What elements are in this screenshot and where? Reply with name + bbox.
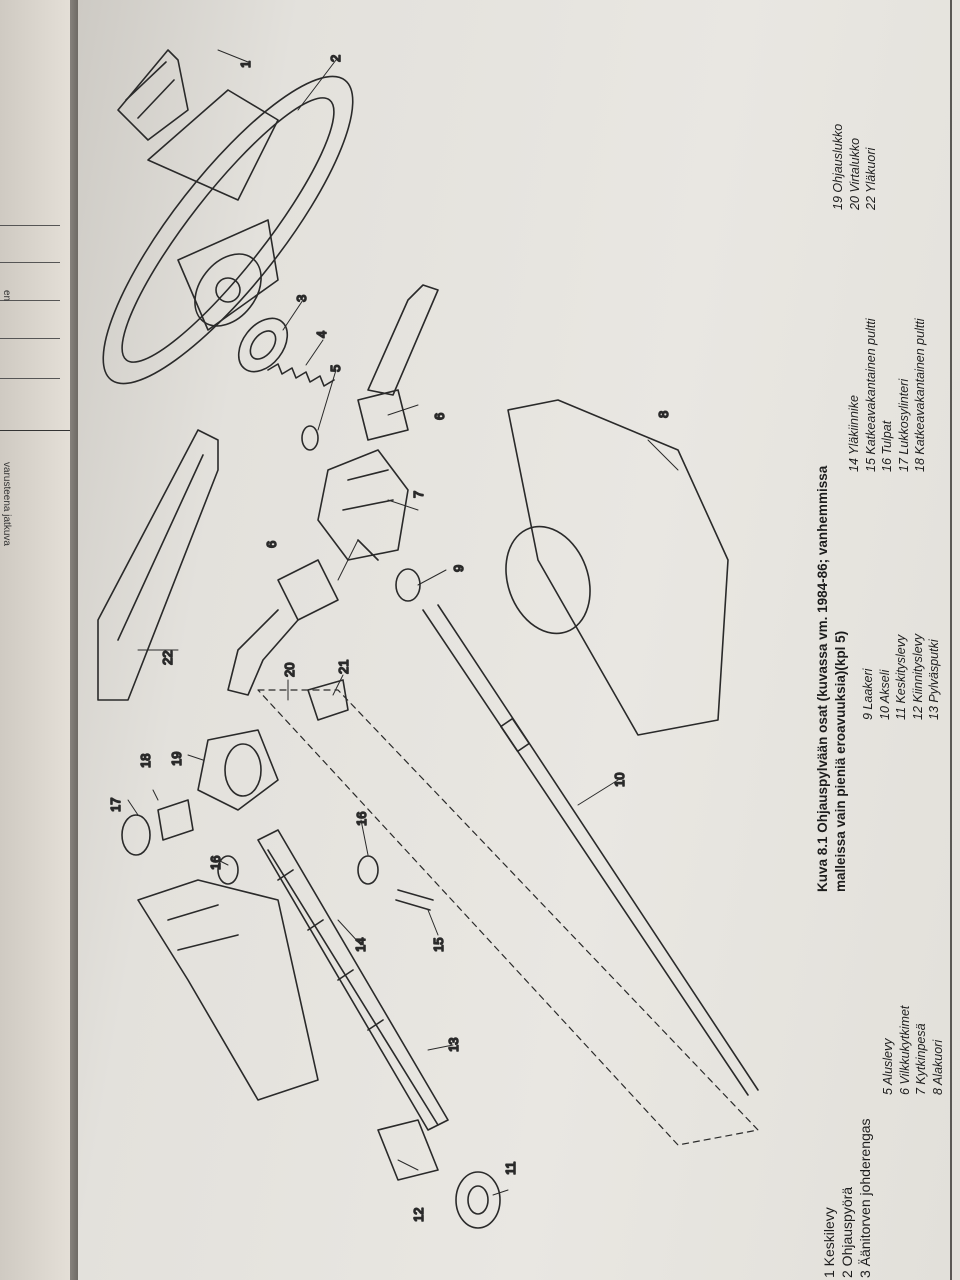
legend-item: 8 Alakuori — [930, 1039, 945, 1095]
horn-ring-drawing — [237, 317, 289, 373]
figure-caption-line: Kuva 8.1 Ohjauspylvään osat (kuvassa vm.… — [815, 465, 830, 892]
legend-item: 19 Ohjauslukko — [831, 123, 845, 210]
callout-19: 19 — [169, 752, 184, 766]
previous-page-rule — [0, 338, 60, 339]
ignition-switch-drawing — [307, 679, 349, 721]
callout-15: 15 — [431, 938, 446, 952]
center-plate-drawing — [117, 49, 189, 141]
callout-17: 17 — [108, 798, 123, 812]
manual-page: 1 2 3 4 5 6 6 7 8 9 10 11 12 13 14 15 16… — [78, 0, 960, 1280]
assembly-frame — [257, 689, 759, 1146]
legend-item: 2 Ohjauspyörä — [839, 1186, 855, 1278]
legend-column: 9 Laakeri 10 Akseli 11 Keskityslevy 12 K… — [860, 634, 943, 720]
lower-cover-drawing — [507, 399, 729, 736]
callout-20: 20 — [282, 663, 297, 677]
legend-item: 14 Yläkiinnike — [847, 395, 861, 472]
previous-page-text: en — [1, 290, 12, 302]
previous-page-text: varusteena jatkuva — [1, 462, 12, 546]
callout-7: 7 — [411, 491, 426, 498]
previous-page-rule — [0, 300, 60, 301]
legend-item: 17 Lukkosylinteri — [896, 378, 911, 472]
switch-housing-drawing — [317, 449, 409, 561]
legend-item: 7 Kytkinpesä — [914, 1023, 928, 1095]
column-tube-drawing — [257, 829, 449, 1131]
legend-item: 6 Vilkkukytkimet — [897, 1005, 912, 1095]
legend-column: 14 Yläkiinnike 15 Katkeavakantainen pult… — [846, 318, 929, 472]
figure-caption-line: malleissa vain pieniä eroavuuksia)(kpl 5… — [833, 630, 848, 892]
legend-column: 19 Ohjauslukko 20 Virtalukko 22 Yläkuori — [830, 124, 880, 210]
legend-item: 16 Tulpat — [880, 420, 894, 472]
callout-22: 22 — [160, 651, 175, 665]
callout-1: 1 — [238, 61, 253, 68]
previous-page-rule — [0, 378, 60, 379]
callout-16: 16 — [208, 856, 223, 870]
callout-5: 5 — [328, 365, 343, 372]
lock-cylinder-drawing — [121, 814, 151, 856]
leader-lines — [127, 49, 679, 1196]
callout-4: 4 — [314, 331, 329, 338]
page-edge — [950, 0, 952, 1280]
callout-11: 11 — [503, 1162, 518, 1176]
bolt-drawing — [395, 889, 434, 911]
indicator-switch-drawing — [367, 284, 439, 396]
callout-9: 9 — [451, 565, 466, 572]
legend-item: 11 Keskityslevy — [894, 634, 908, 720]
legend-item: 5 Aluslevy — [881, 1038, 895, 1095]
indicator-switch-drawing — [277, 559, 339, 621]
callout-2: 2 — [328, 55, 343, 62]
legend-item: 20 Virtalukko — [847, 137, 862, 210]
callout-12: 12 — [411, 1208, 426, 1222]
callout-8: 8 — [656, 411, 671, 418]
callout-6: 6 — [264, 541, 279, 548]
plug-drawing — [217, 855, 239, 885]
callout-3: 3 — [294, 295, 309, 302]
steering-lock-drawing — [197, 729, 279, 811]
callout-18: 18 — [138, 754, 153, 768]
washer-drawing — [301, 425, 319, 451]
mounting-plate-drawing — [377, 1119, 439, 1181]
callout-13: 13 — [446, 1038, 461, 1052]
callout-10: 10 — [612, 773, 627, 787]
plug-drawing — [357, 855, 379, 885]
bracket-drawing — [137, 879, 319, 1101]
legend-item: 12 Kiinnityslevy — [910, 633, 925, 720]
steering-wheel-drawing — [102, 75, 354, 385]
legend-item: 22 Yläkuori — [864, 147, 878, 210]
callout-14: 14 — [353, 938, 368, 952]
exploded-diagram: 1 2 3 4 5 6 6 7 8 9 10 11 12 13 14 15 16… — [97, 49, 759, 1229]
callout-21: 21 — [336, 660, 351, 674]
previous-page-rule — [0, 430, 70, 431]
figure-caption: Kuva 8.1 Ohjauspylvään osat (kuvassa vm.… — [814, 466, 850, 892]
legend-item: 13 Pylväsputki — [927, 639, 941, 720]
shaft-drawing — [422, 604, 759, 1096]
upper-cover-drawing — [97, 429, 219, 701]
previous-page-rule — [0, 262, 60, 263]
legend-item: 15 Katkeavakantainen pultti — [863, 318, 878, 472]
callout-6: 6 — [432, 413, 447, 420]
legend-item: 9 Laakeri — [861, 668, 875, 720]
legend-item: 18 Katkeavakantainen pultti — [913, 318, 927, 472]
previous-page-rule — [0, 225, 60, 226]
callout-16: 16 — [354, 812, 369, 826]
legend-item: 10 Akseli — [877, 669, 892, 720]
legend-item: 1 Keskilevy — [821, 1207, 837, 1278]
centering-plate-drawing — [455, 1171, 501, 1229]
bearing-drawing — [395, 568, 421, 602]
legend-column: 5 Aluslevy 6 Vilkkukytkimet 7 Kytkinpesä… — [880, 1006, 946, 1095]
previous-page: en varusteena jatkuva — [0, 0, 70, 1280]
spring-drawing — [267, 363, 335, 387]
legend-item: 3 Äänitorven johderengas — [857, 1118, 873, 1278]
